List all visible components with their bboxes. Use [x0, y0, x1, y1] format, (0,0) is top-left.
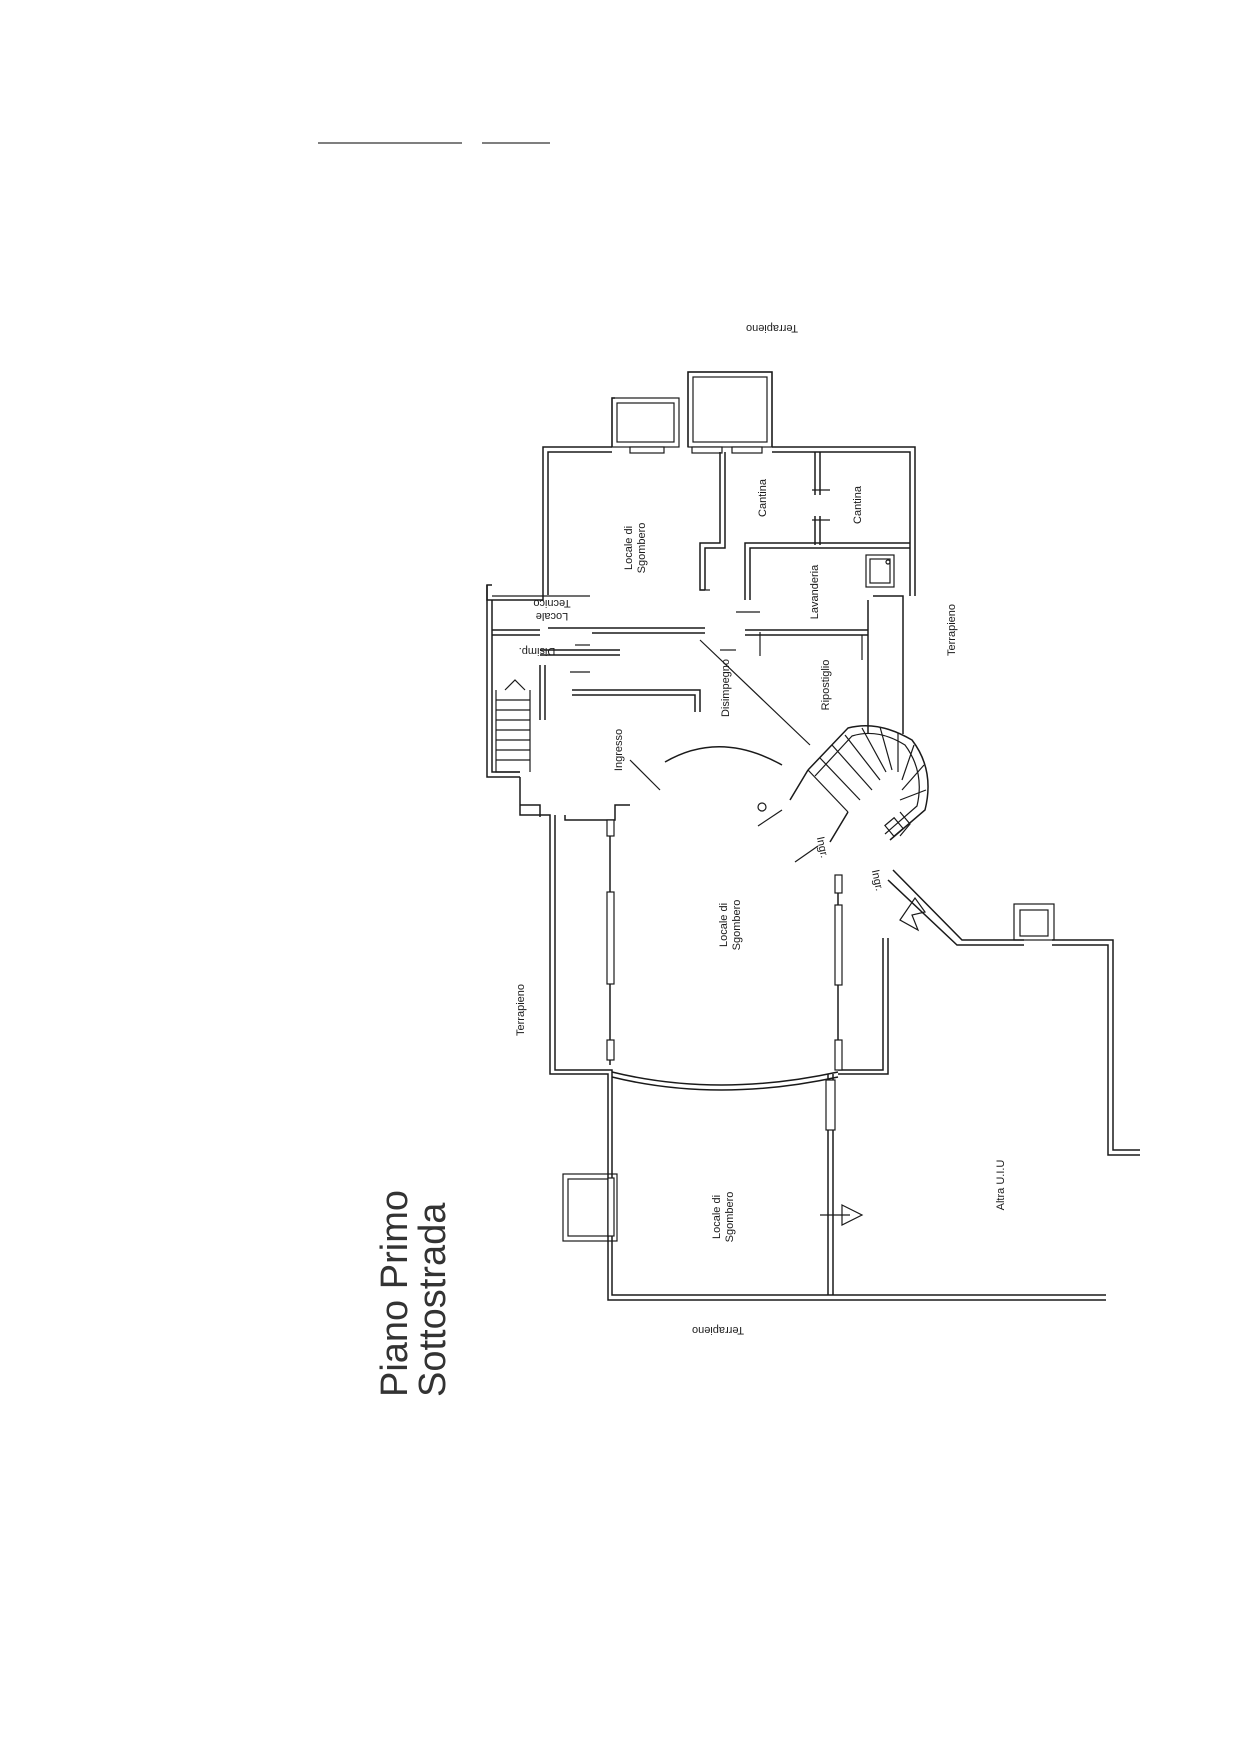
label-cantina-2: Cantina	[852, 485, 864, 524]
label-tecnico-2: Tecnico	[533, 597, 570, 609]
label-sgombero-bot-1: Locale di	[711, 1195, 723, 1239]
interior-walls	[492, 452, 910, 720]
label-disimpegno: Disimpegno	[720, 659, 732, 717]
label-sgombero-top-1: Locale di	[623, 526, 635, 570]
entrance-arrow	[899, 896, 927, 932]
label-sgombero-bot-2: Sgombero	[724, 1192, 736, 1243]
label-terrapieno-bottom: Terrapieno	[692, 1324, 744, 1336]
label-ripostiglio: Ripostiglio	[820, 660, 832, 711]
label-terrapieno-left: Terrapieno	[515, 984, 527, 1036]
label-cantina-1: Cantina	[757, 478, 769, 517]
outer-walls	[486, 371, 1140, 1301]
left-staircase	[495, 679, 531, 773]
label-sgombero-mid-1: Locale di	[718, 903, 730, 947]
label-ingr-1: Ingr.	[814, 836, 830, 859]
label-ingresso: Ingresso	[613, 729, 625, 771]
sink-fixture	[865, 554, 895, 588]
title-line-2: Sottostrada	[412, 1202, 454, 1397]
label-tecnico-1: Locale	[536, 610, 568, 622]
labels: Terrapieno Terrapieno Terrapieno Terrapi…	[374, 322, 1007, 1397]
label-terrapieno-top: Terrapieno	[746, 322, 798, 334]
bottom-room-walls	[820, 1074, 864, 1295]
label-altra-uiu: Altra U.I.U	[995, 1160, 1007, 1211]
label-sgombero-mid-2: Sgombero	[731, 900, 743, 951]
label-terrapieno-right: Terrapieno	[946, 604, 958, 656]
light-wells	[562, 371, 1055, 1242]
title-line-1: Piano Primo	[374, 1190, 416, 1397]
label-sgombero-top-2: Sgombero	[636, 523, 648, 574]
spiral-staircase	[789, 725, 929, 843]
curved-room	[606, 639, 843, 1091]
label-disimp: Disimp.	[519, 645, 556, 657]
label-lavanderia: Lavanderia	[809, 564, 821, 619]
label-ingr-2: Ingr.	[869, 869, 885, 892]
door-marks	[570, 489, 863, 673]
